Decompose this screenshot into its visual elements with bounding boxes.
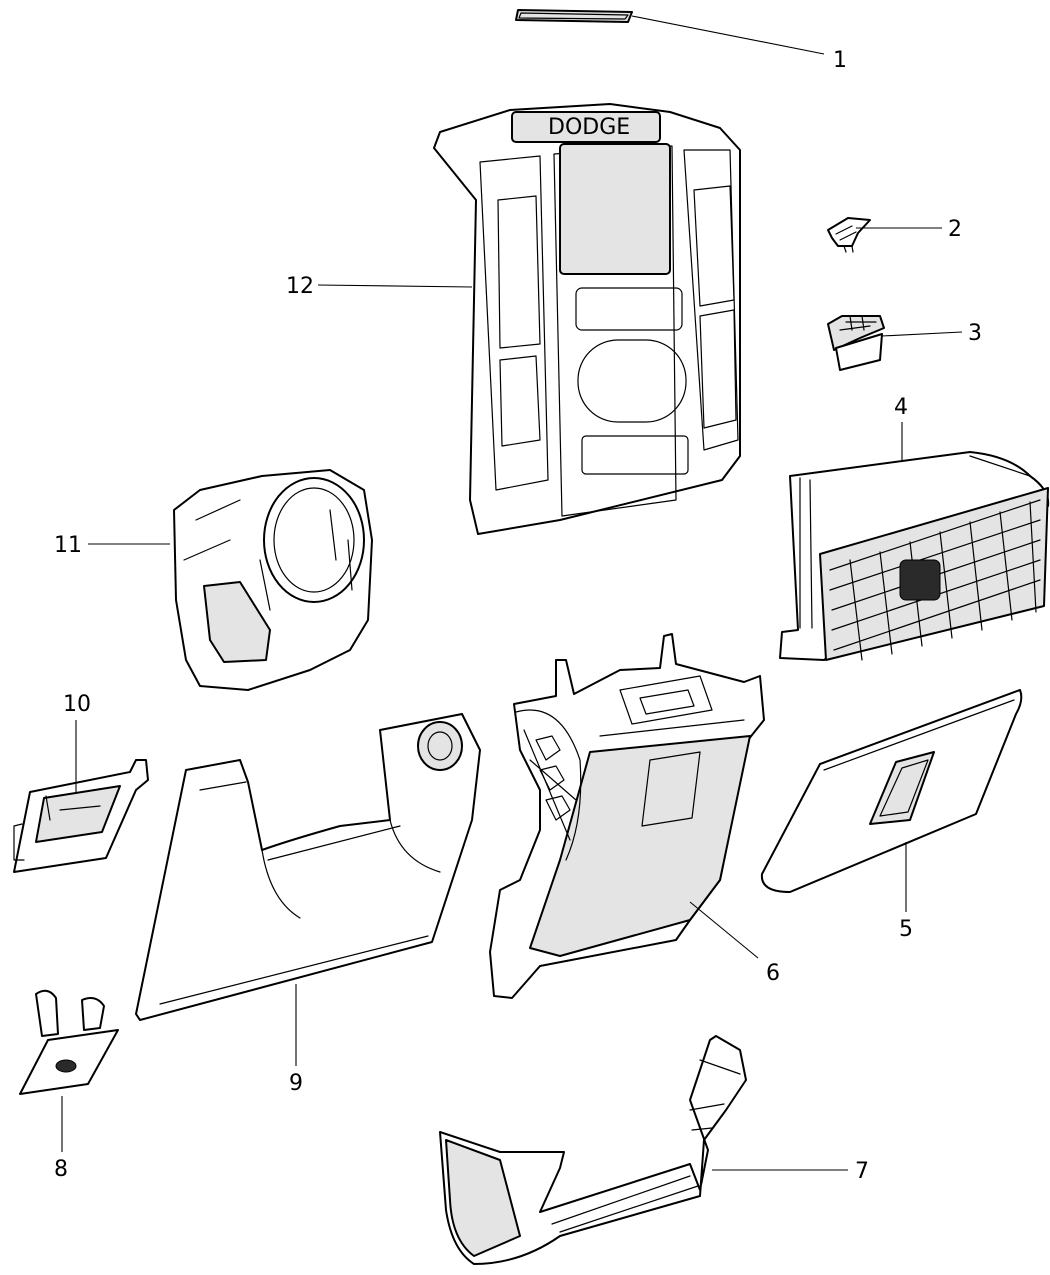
callout-4: 4	[894, 395, 908, 420]
callout-3: 3	[968, 321, 982, 346]
callout-2: 2	[948, 217, 962, 242]
part-5-glove-box-door	[760, 689, 1023, 893]
callout-12: 12	[286, 274, 314, 299]
callout-7: 7	[855, 1159, 869, 1184]
part-4-glove-box-bin	[779, 451, 1050, 661]
part-7-lower-trim	[439, 1035, 747, 1265]
callout-6: 6	[766, 961, 780, 986]
part-8-small-door	[19, 989, 119, 1095]
part-6-lower-center-bezel	[489, 633, 765, 999]
part-10-bezel-frame	[13, 759, 149, 873]
callout-1: 1	[833, 48, 847, 73]
bezel-badge: DODGE	[548, 115, 630, 140]
part-1-label-plate	[515, 9, 633, 23]
callout-9: 9	[289, 1071, 303, 1096]
part-2-clip	[827, 217, 871, 253]
part-9-knee-panel	[135, 713, 481, 1021]
callout-8: 8	[54, 1157, 68, 1182]
callout-labels: 1 2 3 4 5 6 7 8 9 10 11 12	[54, 48, 982, 1184]
leader-lines	[61, 15, 963, 1171]
part-12-center-stack-bezel: DODGE	[433, 103, 741, 535]
callout-5: 5	[899, 917, 913, 942]
callout-10: 10	[63, 692, 91, 717]
part-3-switch-module	[827, 315, 885, 371]
part-11-column-shroud	[173, 469, 373, 691]
callout-11: 11	[54, 533, 82, 558]
